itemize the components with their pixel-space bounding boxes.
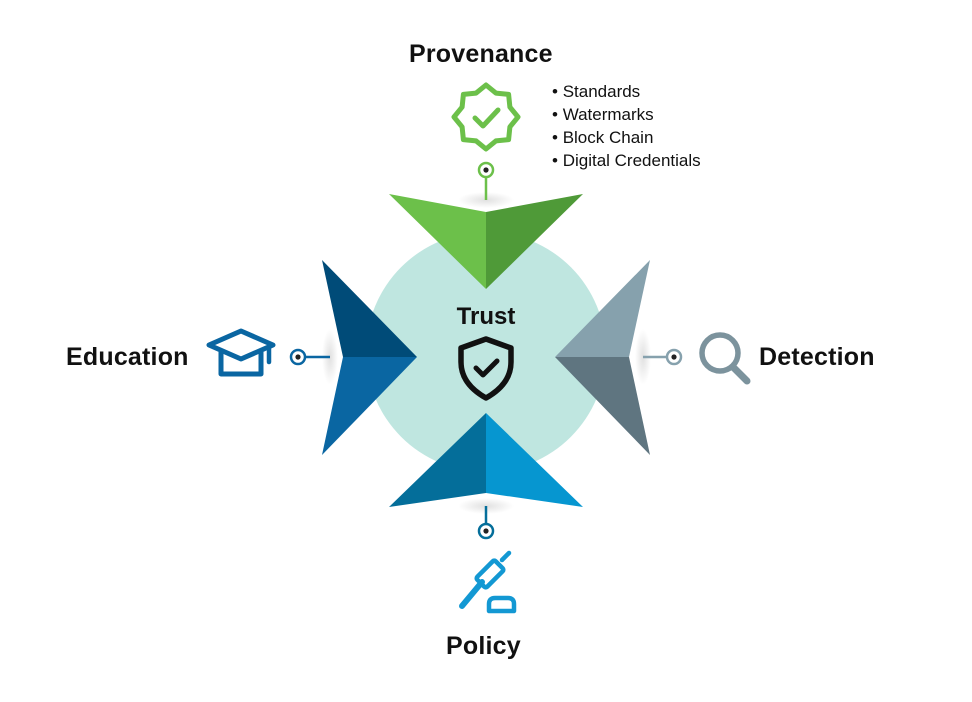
detection-arrow — [555, 260, 650, 455]
education-arrow-top-face — [322, 260, 417, 357]
list-item: Standards — [552, 80, 701, 103]
education-arrow — [322, 260, 417, 455]
badge-check-icon — [451, 82, 521, 152]
provenance-bullet-list: Standards Watermarks Block Chain Digital… — [552, 80, 701, 172]
gavel-icon — [459, 550, 517, 614]
policy-arrow — [389, 413, 583, 507]
detection-arrow-bottom-face — [555, 357, 650, 455]
provenance-arrow — [389, 194, 583, 289]
shield-check-icon — [458, 336, 514, 401]
trust-label: Trust — [456, 303, 516, 330]
list-item: Digital Credentials — [552, 149, 701, 172]
list-item: Watermarks — [552, 103, 701, 126]
policy-label: Policy — [446, 632, 521, 660]
education-label: Education — [66, 343, 189, 371]
policy-arrow-right-face — [486, 413, 583, 507]
list-item: Block Chain — [552, 126, 701, 149]
provenance-label: Provenance — [409, 40, 553, 68]
provenance-connector — [477, 161, 495, 200]
detection-arrow-top-face — [555, 260, 650, 357]
education-connector — [289, 348, 330, 366]
education-arrow-bottom-face — [322, 357, 417, 455]
provenance-arrow-right-face — [486, 194, 583, 289]
policy-arrow-left-face — [389, 413, 486, 507]
magnifier-icon — [699, 332, 751, 385]
provenance-arrow-left-face — [389, 194, 486, 289]
detection-connector — [643, 348, 683, 366]
center-circle — [366, 232, 606, 472]
policy-connector — [477, 506, 495, 540]
graduation-cap-icon — [206, 328, 276, 377]
detection-label: Detection — [759, 343, 875, 371]
